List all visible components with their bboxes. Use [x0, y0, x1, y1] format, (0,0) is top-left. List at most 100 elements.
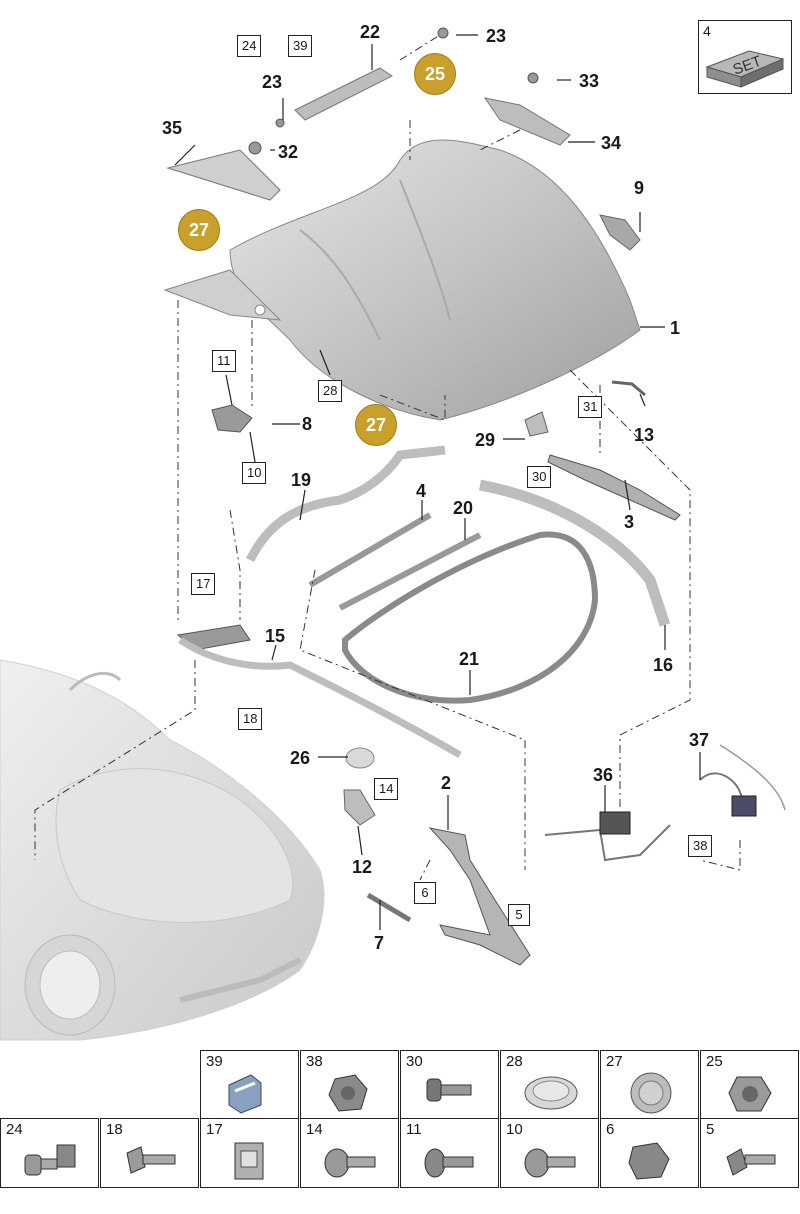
callout-21: 21: [459, 649, 480, 669]
part-20-seal-strip: [338, 532, 482, 611]
callout-20: 20: [453, 498, 474, 518]
part-23-nut: [437, 27, 449, 39]
hardware-part-24-icon: [24, 1144, 76, 1176]
hardware-part-17-icon: [234, 1142, 264, 1180]
legend-cell-24: 24: [0, 1118, 99, 1188]
part-35-trim-plate: [166, 149, 281, 201]
hardware-part-27-icon: [630, 1072, 672, 1114]
legend-cell-25: 25: [700, 1050, 799, 1120]
legend-cell-38: 38: [300, 1050, 399, 1120]
leader-lines: [174, 34, 701, 930]
hardware-part-5-icon: [726, 1148, 776, 1176]
part-33-nut: [527, 72, 539, 84]
boxed-callout-14: 14: [374, 778, 399, 800]
callout-13: 13: [634, 425, 655, 445]
callout-33: 33: [579, 71, 600, 91]
legend-cell-label: 38: [306, 1053, 323, 1070]
part-7-gas-strut: [366, 892, 412, 923]
car-body: [0, 659, 325, 1041]
part-9-hinge: [599, 214, 641, 251]
hardware-part-30-icon: [426, 1078, 472, 1102]
part-22-strip: [294, 67, 393, 121]
hardware-part-11-icon: [424, 1148, 474, 1178]
callout-32: 32: [278, 142, 299, 162]
callout-12: 12: [352, 857, 373, 877]
boxed-callout-38: 38: [688, 835, 713, 857]
part-37-actuator: [731, 795, 757, 817]
callout-35: 35: [162, 118, 183, 138]
legend-cell-30: 30: [400, 1050, 499, 1120]
legend-cell-label: 28: [506, 1053, 523, 1070]
legend-cell-17: 17: [200, 1118, 299, 1188]
legend-cell-label: 10: [506, 1121, 523, 1138]
legend-cell-label: 30: [406, 1053, 423, 1070]
callout-23-top: 23: [486, 26, 507, 46]
set-box-4: 4 SET: [698, 20, 792, 94]
hardware-part-18-icon: [126, 1146, 176, 1174]
boxed-callout-17: 17: [191, 573, 216, 595]
legend-cell-label: 14: [306, 1121, 323, 1138]
hardware-part-25-icon: [728, 1076, 772, 1112]
part-26-cap: [345, 747, 375, 769]
legend-cell-27: 27: [600, 1050, 699, 1120]
diagram-drawing: [0, 27, 786, 1041]
hardware-part-10-icon: [524, 1148, 576, 1178]
callout-29: 29: [475, 430, 496, 450]
callout-9: 9: [634, 178, 645, 198]
legend-cell-label: 5: [706, 1121, 715, 1138]
part-29-clip: [524, 411, 549, 437]
legend-cell-label: 27: [606, 1053, 623, 1070]
hardware-part-28-icon: [524, 1076, 578, 1110]
legend-cell-label: 6: [606, 1121, 615, 1138]
legend-cell-11: 11: [400, 1118, 499, 1188]
boxed-callout-28: 28: [318, 380, 343, 402]
callout-8: 8: [302, 414, 313, 434]
boxed-callout-10: 10: [242, 462, 267, 484]
boxed-callout-31: 31: [578, 396, 603, 418]
legend-cell-18: 18: [100, 1118, 199, 1188]
callout-23-left: 23: [262, 72, 283, 92]
part-13-rod: [611, 380, 646, 397]
part-36-lock-module: [599, 811, 631, 835]
legend-cell-label: 18: [106, 1121, 123, 1138]
boxed-callout-18: 18: [238, 708, 263, 730]
callout-22: 22: [360, 22, 381, 42]
part-15-trim: [178, 637, 462, 759]
boxed-callout-11: 11: [212, 350, 236, 372]
dashed-guides: [34, 34, 741, 881]
set-block-icon: SET: [705, 50, 785, 88]
legend-cell-label: 25: [706, 1053, 723, 1070]
legend-cell-28: 28: [500, 1050, 599, 1120]
boxed-callout-6: 6: [414, 882, 436, 904]
part-8-bracket: [211, 404, 253, 433]
gold-callout-25: 25: [414, 53, 456, 95]
part-4-seal-strip: [308, 512, 432, 588]
callout-3: 3: [624, 512, 635, 532]
legend-cell-label: 17: [206, 1121, 223, 1138]
legend-cell-6: 6: [600, 1118, 699, 1188]
legend-cell-label: 24: [6, 1121, 23, 1138]
part-3-hinge-arm: [547, 454, 681, 521]
callout-7: 7: [374, 933, 385, 953]
boxed-callout-24: 24: [237, 35, 262, 57]
boxed-callout-5: 5: [508, 904, 530, 926]
set-box-number: 4: [703, 23, 711, 39]
hardware-part-39-icon: [228, 1074, 262, 1114]
hardware-part-38-icon: [328, 1074, 368, 1112]
part-21-weatherstrip: [342, 531, 599, 704]
callout-4: 4: [416, 481, 427, 501]
part-12-bracket: [343, 789, 376, 826]
callout-37: 37: [689, 730, 710, 750]
part-1-front-lid: [163, 139, 641, 421]
callout-16: 16: [653, 655, 674, 675]
callout-26: 26: [290, 748, 311, 768]
hardware-legend: 39 38 30 28 27 25 24 18 17 14 11 10 6 5: [0, 1048, 800, 1188]
legend-cell-39: 39: [200, 1050, 299, 1120]
part-36-harness: [544, 824, 671, 862]
callout-34: 34: [601, 133, 622, 153]
callout-36: 36: [593, 765, 614, 785]
legend-cell-label: 39: [206, 1053, 223, 1070]
hardware-part-14-icon: [324, 1148, 376, 1178]
part-34-bracket: [483, 97, 571, 146]
part-19-seal: [245, 445, 446, 563]
